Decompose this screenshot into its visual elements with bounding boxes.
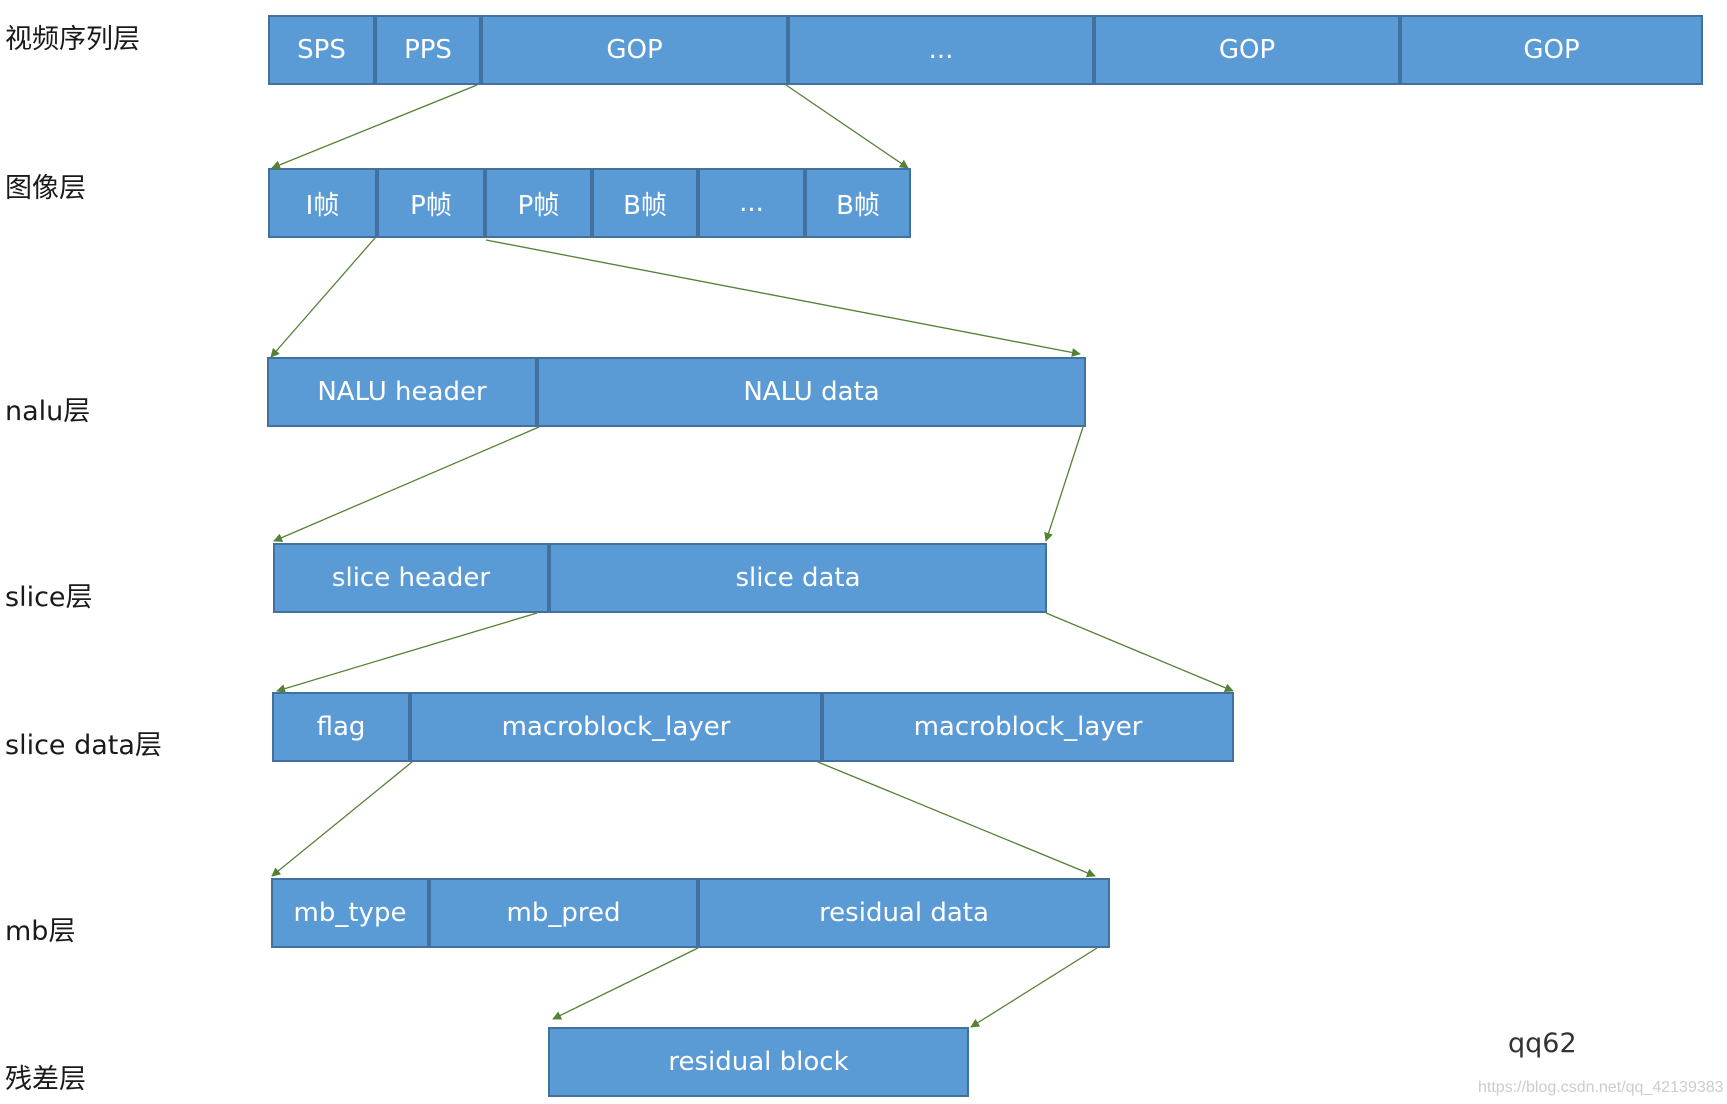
sequence-row: SPS PPS GOP ... GOP GOP <box>268 15 1703 85</box>
picture-cell-b-frame: B帧 <box>805 168 911 238</box>
mb-row: mb_type mb_pred residual data <box>271 878 1110 948</box>
sequence-cell-gop: GOP <box>481 15 788 85</box>
watermark: https://blog.csdn.net/qq_42139383 <box>1478 1079 1724 1096</box>
arrow-picture-to-nalu-right <box>485 239 1081 357</box>
sequence-cell-sps: SPS <box>268 15 375 85</box>
nalu-cell-header: NALU header <box>267 357 537 427</box>
mb-cell-pred: mb_pred <box>429 878 698 948</box>
slice-data-cell-flag: flag <box>272 692 410 762</box>
slice-row: slice header slice data <box>273 543 1047 613</box>
arrow-gop-to-picture-right <box>785 84 909 169</box>
slice-data-row: flag macroblock_layer macroblock_layer <box>272 692 1234 762</box>
slice-data-cell-macroblock-layer: macroblock_layer <box>410 692 822 762</box>
arrow-nalu-to-slice-left <box>273 426 540 542</box>
picture-cell-i-frame: I帧 <box>268 168 377 238</box>
arrow-gop-to-picture-left <box>271 84 478 170</box>
label-residual-layer: 残差层 <box>5 1064 86 1095</box>
slice-data-cell-macroblock-layer: macroblock_layer <box>822 692 1234 762</box>
sequence-cell-pps: PPS <box>375 15 481 85</box>
arrow-nalu-to-slice-right <box>1044 426 1084 542</box>
arrow-mb-to-residual-right <box>970 947 1098 1028</box>
residual-cell-block: residual block <box>548 1027 969 1097</box>
label-slice-data-layer: slice data层 <box>5 730 162 761</box>
residual-row: residual block <box>548 1027 969 1097</box>
arrow-slice-to-slice-data-left <box>276 612 538 693</box>
sequence-cell-gop: GOP <box>1400 15 1703 85</box>
picture-cell-ellipsis: ... <box>698 168 805 238</box>
author-mark: qq62 <box>1508 1028 1577 1059</box>
mb-cell-type: mb_type <box>271 878 429 948</box>
slice-cell-header: slice header <box>273 543 549 613</box>
sequence-cell-gop: GOP <box>1094 15 1400 85</box>
picture-cell-p-frame: P帧 <box>377 168 485 238</box>
nalu-cell-data: NALU data <box>537 357 1086 427</box>
arrow-slice-data-to-mb-left <box>271 761 413 877</box>
arrow-slice-to-slice-data-right <box>1045 612 1234 693</box>
arrow-slice-data-to-mb-right <box>817 761 1096 878</box>
picture-cell-b-frame: B帧 <box>592 168 698 238</box>
label-mb-layer: mb层 <box>5 916 76 947</box>
nalu-row: NALU header NALU data <box>267 357 1086 427</box>
arrow-picture-to-nalu-left <box>270 237 376 358</box>
label-picture-layer: 图像层 <box>5 173 86 204</box>
sequence-cell-ellipsis: ... <box>788 15 1094 85</box>
label-nalu-layer: nalu层 <box>5 396 91 427</box>
picture-cell-p-frame: P帧 <box>485 168 592 238</box>
slice-cell-data: slice data <box>549 543 1047 613</box>
picture-row: I帧 P帧 P帧 B帧 ... B帧 <box>268 168 911 238</box>
label-slice-layer: slice层 <box>5 582 93 613</box>
mb-cell-residual-data: residual data <box>698 878 1110 948</box>
arrow-mb-to-residual-left <box>552 947 699 1020</box>
label-video-sequence-layer: 视频序列层 <box>5 24 140 55</box>
